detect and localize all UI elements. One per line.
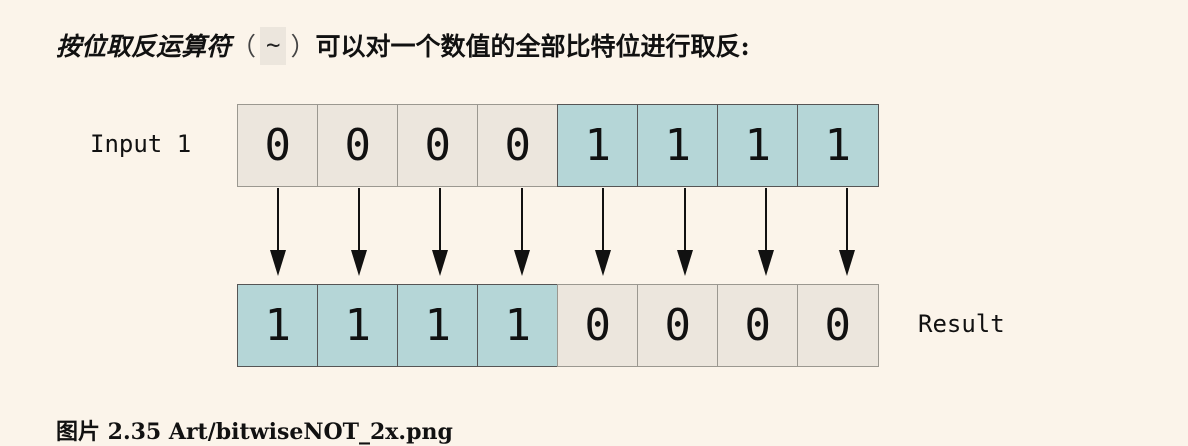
result-bit-2: 1 bbox=[397, 284, 479, 367]
arrow-connectors bbox=[237, 186, 888, 282]
input-bit-row: 0 0 0 0 1 1 1 1 bbox=[237, 104, 879, 187]
arrow-down-icon bbox=[318, 186, 399, 282]
input-bit-4: 1 bbox=[557, 104, 639, 187]
result-bit-row: 1 1 1 1 0 0 0 0 bbox=[237, 284, 879, 367]
operator-term: 按位取反运算符 bbox=[56, 31, 232, 61]
arrow-down-icon bbox=[400, 186, 481, 282]
result-row-label: Result bbox=[918, 310, 1005, 338]
input-bit-1: 0 bbox=[317, 104, 399, 187]
result-bit-6: 0 bbox=[717, 284, 799, 367]
paren-close: ） bbox=[290, 31, 316, 61]
result-bit-3: 1 bbox=[477, 284, 559, 367]
arrow-down-icon bbox=[644, 186, 725, 282]
input-bit-5: 1 bbox=[637, 104, 719, 187]
input-bit-2: 0 bbox=[397, 104, 479, 187]
result-bit-0: 1 bbox=[237, 284, 319, 367]
operator-code: ~ bbox=[260, 27, 287, 65]
paren-open: （ bbox=[231, 31, 257, 61]
input-bit-3: 0 bbox=[477, 104, 559, 187]
input-bit-6: 1 bbox=[717, 104, 799, 187]
arrow-down-icon bbox=[237, 186, 318, 282]
arrow-down-icon bbox=[807, 186, 888, 282]
result-bit-1: 1 bbox=[317, 284, 399, 367]
input-row-label: Input 1 bbox=[90, 130, 192, 158]
input-bit-7: 1 bbox=[797, 104, 879, 187]
arrow-down-icon bbox=[563, 186, 644, 282]
result-bit-5: 0 bbox=[637, 284, 719, 367]
figure-caption: 图片 2.35 Art/bitwiseNOT_2x.png bbox=[56, 419, 453, 445]
result-bit-4: 0 bbox=[557, 284, 639, 367]
result-bit-7: 0 bbox=[797, 284, 879, 367]
input-bit-0: 0 bbox=[237, 104, 319, 187]
arrow-down-icon bbox=[481, 186, 562, 282]
arrow-down-icon bbox=[725, 186, 806, 282]
intro-description: 可以对一个数值的全部比特位进行取反: bbox=[315, 31, 750, 61]
intro-sentence: 按位取反运算符 （ ~ ） 可以对一个数值的全部比特位进行取反: bbox=[56, 24, 750, 68]
